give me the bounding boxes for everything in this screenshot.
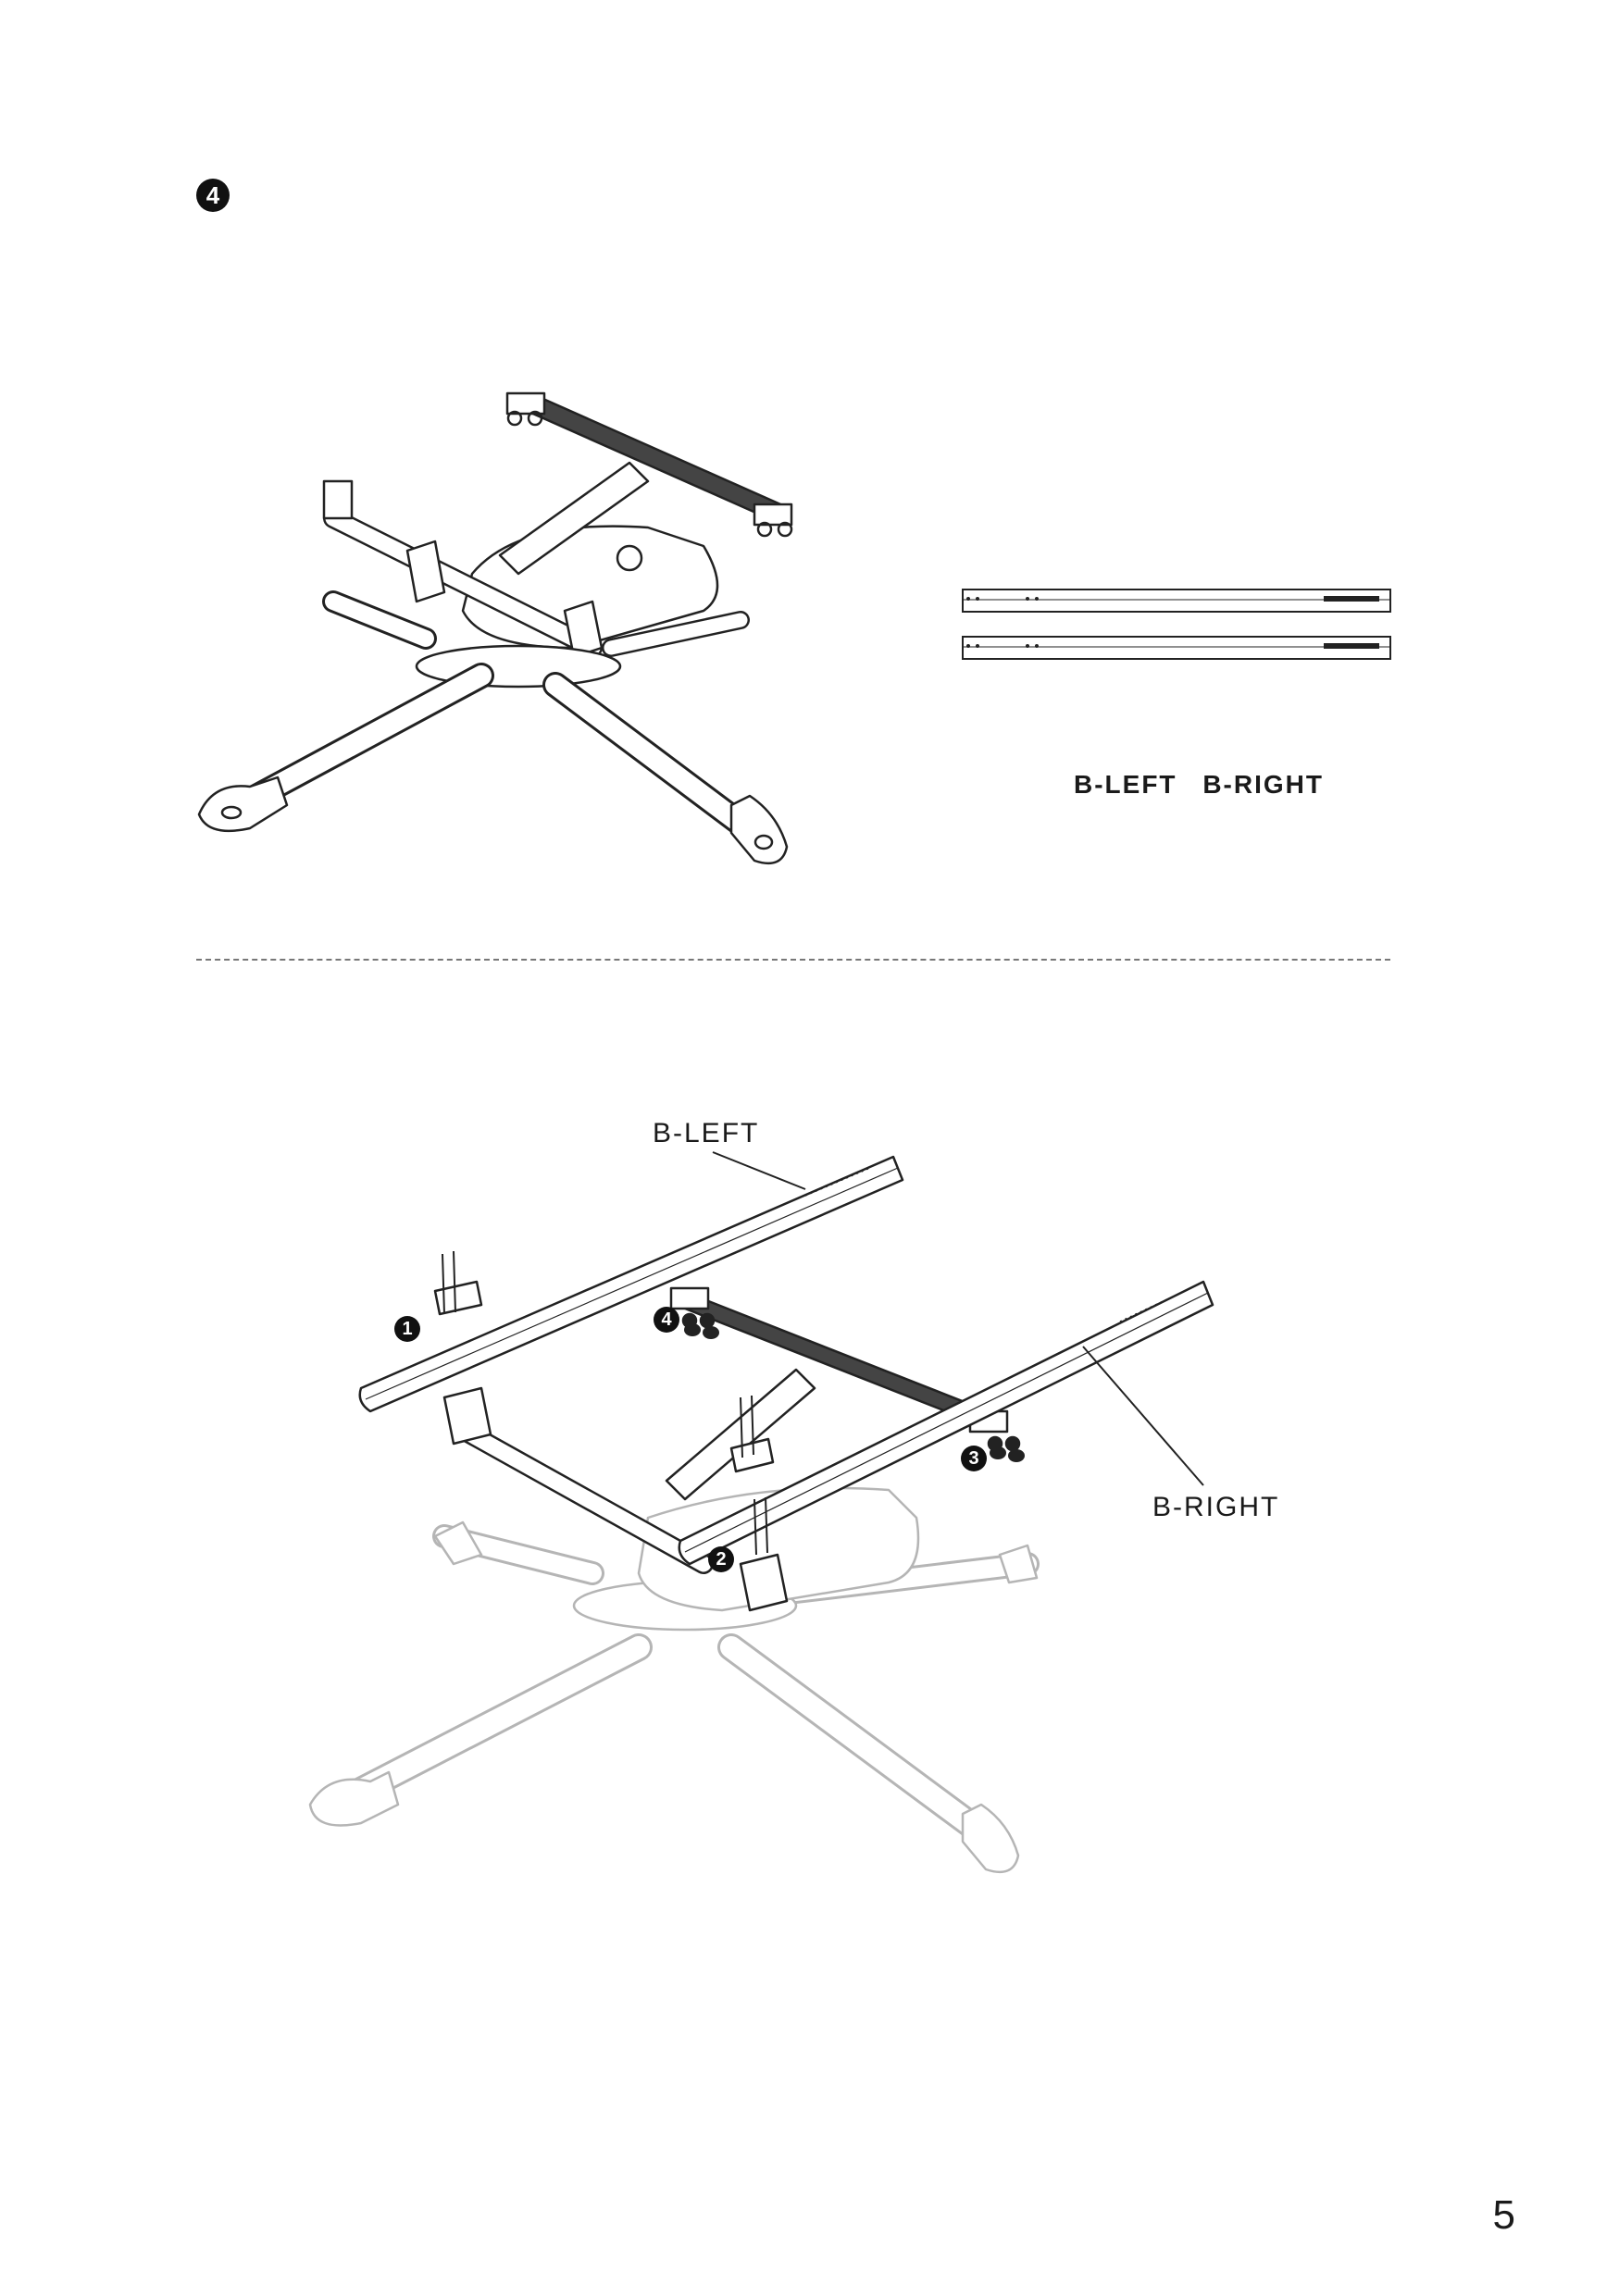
substep-badge-2: 2 xyxy=(708,1546,734,1572)
b-left-bar-part xyxy=(962,589,1391,613)
page-number: 5 xyxy=(1492,2192,1515,2238)
callout-b-left: B-LEFT xyxy=(653,1118,760,1148)
section-divider xyxy=(196,959,1390,961)
b-right-bar-part xyxy=(962,636,1391,660)
substep-badge-3: 3 xyxy=(961,1446,987,1471)
parts-labels: B-LEFT B-RIGHT xyxy=(1074,770,1340,800)
substep-badge-1: 1 xyxy=(394,1316,420,1342)
parts-label-left: B-LEFT xyxy=(1074,770,1177,799)
step-number-badge: 4 xyxy=(196,179,230,212)
callout-b-right: B-RIGHT xyxy=(1152,1492,1280,1522)
parts-label-right: B-RIGHT xyxy=(1202,770,1324,799)
substep-badge-4: 4 xyxy=(654,1307,679,1333)
